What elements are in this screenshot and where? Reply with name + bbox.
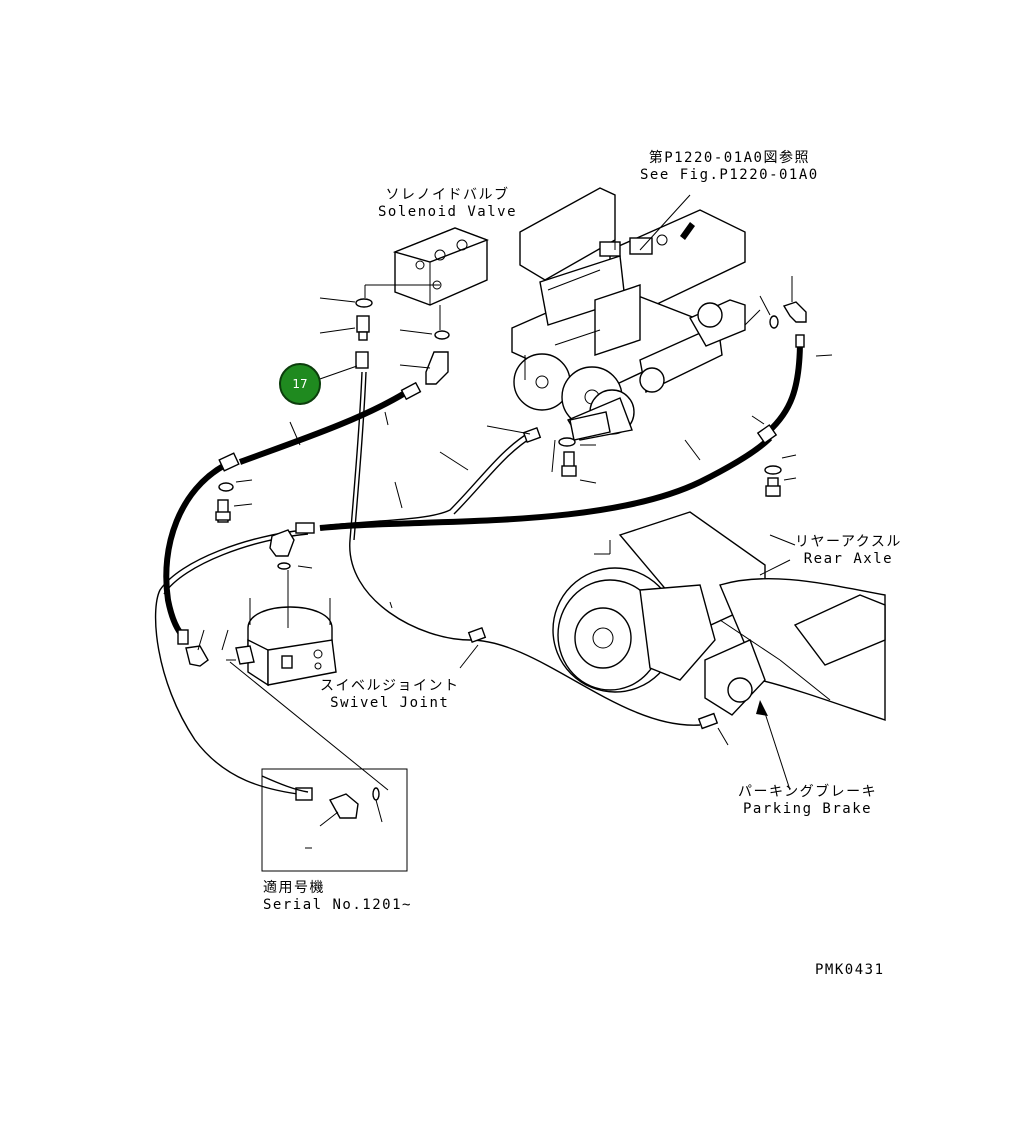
- parking-brake-label-jp: パーキングブレーキ: [738, 784, 878, 800]
- reference-label-jp: 第P1220-01A0図参照: [648, 150, 810, 166]
- serial-label-en: Serial No.1201~: [263, 897, 412, 913]
- hose-fittings: [177, 334, 805, 801]
- reference-label: 第P1220-01A0図参照 See Fig.P1220-01A0: [640, 150, 819, 184]
- serial-label: 適用号機 Serial No.1201~: [263, 880, 412, 914]
- drawing-code: PMK0431: [815, 962, 885, 978]
- reference-label-en: See Fig.P1220-01A0: [640, 167, 819, 183]
- swivel-joint-label: スイベルジョイント Swivel Joint: [320, 678, 460, 712]
- serial-label-jp: 適用号機: [263, 880, 325, 896]
- parking-brake-label-en: Parking Brake: [743, 801, 873, 817]
- rear-axle-label-jp: リヤーアクスル: [795, 534, 902, 550]
- control-valve-assembly: [511, 187, 746, 441]
- solenoid-valve-label: ソレノイドバルブ Solenoid Valve: [378, 187, 517, 221]
- rear-axle-label-en: Rear Axle: [803, 551, 894, 567]
- callout-17[interactable]: 17: [279, 363, 321, 405]
- solenoid-valve: [364, 227, 489, 330]
- solenoid-valve-label-en: Solenoid Valve: [378, 204, 518, 220]
- hose-main-long: [163, 390, 407, 641]
- washers-and-bolts: [215, 276, 807, 523]
- rear-axle-label: リヤーアクスル Rear Axle: [795, 534, 902, 568]
- inset-box: [261, 768, 408, 872]
- swivel-joint-label-en: Swivel Joint: [330, 695, 450, 711]
- hose-plain-lines: [154, 371, 701, 796]
- rear-axle: [552, 511, 886, 721]
- solenoid-valve-label-jp: ソレノイドバルブ: [385, 187, 510, 203]
- swivel-joint-label-jp: スイベルジョイント: [320, 678, 460, 694]
- parking-brake-label: パーキングブレーキ Parking Brake: [738, 784, 877, 818]
- swivel-joint: [185, 529, 337, 687]
- fittings-solenoid: [319, 297, 450, 385]
- hose-center-long: [319, 339, 803, 531]
- leader-lines: [289, 194, 833, 791]
